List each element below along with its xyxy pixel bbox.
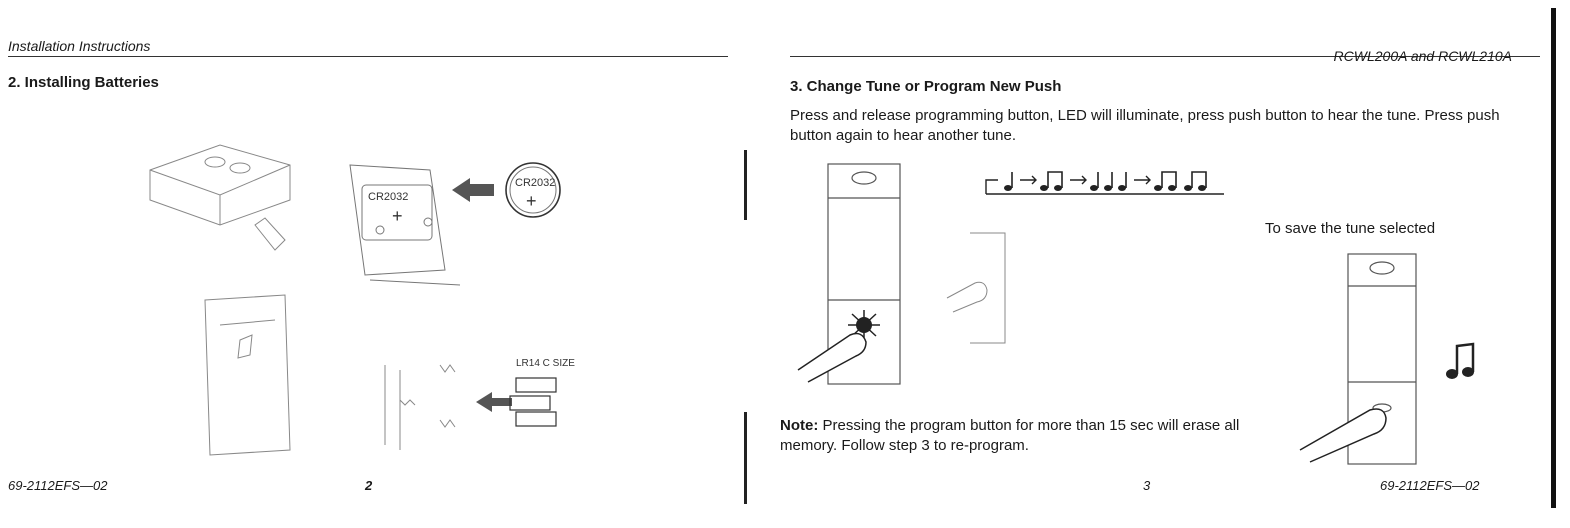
coin-cell-battery-icon: CR2032 + xyxy=(505,162,561,218)
push-button-unit-illustration xyxy=(797,163,901,385)
quarter-note-icon xyxy=(1004,172,1013,191)
left-page: Installation Instructions 2. Installing … xyxy=(0,0,760,528)
footer-page-number: 3 xyxy=(1143,478,1151,493)
note-label: Note: xyxy=(780,417,819,434)
save-tune-unit-illustration xyxy=(1299,253,1475,465)
arrow-icon xyxy=(1070,175,1087,185)
c-size-battery-icon xyxy=(509,377,557,427)
footer-page-number: 2 xyxy=(365,478,373,493)
coin-cell-illustration: CR2032 + CR2032 + xyxy=(349,162,561,286)
page-header: RCWL200A and RCWL210A xyxy=(1333,48,1512,64)
header-rule xyxy=(8,56,728,57)
note-body: Pressing the program button for more tha… xyxy=(780,417,1240,454)
triple-notes-icon xyxy=(1090,172,1127,191)
header-rule xyxy=(790,56,1540,57)
c-size-label: LR14 C SIZE xyxy=(516,358,575,369)
right-page: RCWL200A and RCWL210A 3. Change Tune or … xyxy=(760,0,1570,528)
spine-mark xyxy=(744,150,747,220)
finger-icon xyxy=(797,332,867,383)
plus-symbol-right: + xyxy=(526,191,537,211)
spine-mark xyxy=(744,412,747,504)
tune-sequence-illustration xyxy=(985,171,1224,195)
housing-open-illustration xyxy=(149,144,291,251)
note-text: Note: Pressing the program button for mo… xyxy=(780,416,1260,456)
save-tune-label: To save the tune selected xyxy=(1265,220,1436,237)
coin-cell-label-left: CR2032 xyxy=(368,191,408,203)
insert-arrow-icon xyxy=(476,392,512,412)
arrow-icon xyxy=(1134,175,1151,185)
c-battery-housing-illustration xyxy=(204,294,291,456)
footer-doc-number: 69-2112EFS—02 xyxy=(8,478,108,493)
instructions-text: Press and release programming button, LE… xyxy=(790,107,1500,144)
finger-icon xyxy=(1299,408,1387,463)
page-edge-bar xyxy=(1551,8,1556,508)
push-hand-sketch xyxy=(946,232,1006,344)
beamed-notes-icon xyxy=(1040,171,1063,191)
c-battery-illustration: LR14 C SIZE xyxy=(384,358,575,450)
coin-cell-label-right: CR2032 xyxy=(515,177,555,189)
page-header: Installation Instructions xyxy=(8,38,151,54)
led-flash-icon xyxy=(848,310,880,340)
insert-arrow-icon xyxy=(452,178,494,202)
plus-symbol-left: + xyxy=(392,206,403,226)
arrow-icon xyxy=(1020,175,1037,185)
music-note-icon xyxy=(1446,342,1475,379)
section-title: 3. Change Tune or Program New Push xyxy=(790,78,1062,95)
double-beamed-notes-icon xyxy=(1154,171,1207,191)
footer-doc-number: 69-2112EFS—02 xyxy=(1380,478,1480,493)
section-title: 2. Installing Batteries xyxy=(8,74,159,91)
